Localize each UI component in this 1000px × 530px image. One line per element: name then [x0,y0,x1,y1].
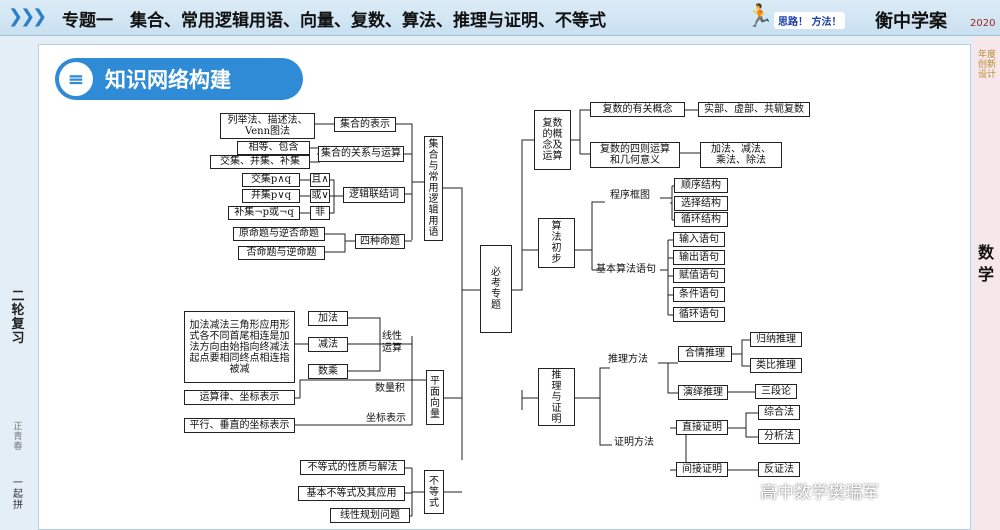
vec-sub-box: 减法 [308,337,348,352]
algo-a3-box: 赋值语句 [673,268,725,283]
left-sidebar-small2: 一起拼 [13,478,23,511]
vec-dot-r-box: 运算律、坐标表示 [184,390,295,405]
header-bar: ❯❯❯ 专题一 集合、常用逻辑用语、向量、复数、算法、推理与证明、不等式 🏃 思… [0,0,1000,36]
proof-direct-box: 直接证明 [676,420,728,435]
algo-s2-box: 选择结构 [674,196,728,211]
proof-indirect-box: 间接证明 [676,462,728,477]
algo-chart-label: 程序框图 [610,190,650,201]
proof-reason-label: 推理方法 [608,354,648,365]
vec-linear-label: 线性运算 [382,331,402,354]
algo-stmt-label: 基本算法语句 [596,264,656,275]
proof-p2-box: 类比推理 [750,358,802,373]
brand-slogan: 思路！ 方法！ [774,12,846,29]
proof-d1-box: 三段论 [755,384,797,399]
proof-dr1-box: 综合法 [758,405,800,420]
vec-coord-label: 坐标表示 [366,413,406,424]
logic-l1r-box: 且∧ [310,173,330,187]
vector-title-box: 平面向量 [426,370,444,425]
proof-ir1-box: 反证法 [758,462,800,477]
vec-add-box: 加法 [308,311,348,326]
proof-p1-box: 归纳推理 [750,332,802,347]
proof-title-box: 推理与证明 [538,368,575,426]
rel-a-box: 相等、包含 [237,141,310,155]
vector-rule-box: 加法减法三角形应用形式各不同首尾相连是加法方向由始指向终减法起点要相同终点相连指… [184,311,295,383]
brand-logo: 🏃 思路！ 方法！ 衡中学案 [740,2,970,34]
logic-l3-box: 补集¬p或¬q [228,206,300,220]
vec-dot-label: 数量积 [375,383,405,394]
section-title: 知识网络构建 [105,68,231,92]
rel-b-box: 交集、并集、补集 [210,155,310,169]
page-title: 专题一 集合、常用逻辑用语、向量、复数、算法、推理与证明、不等式 [62,11,606,31]
right-sidebar-text: 年度创新设计 [978,50,997,80]
algo-a2-box: 输出语句 [673,250,725,265]
proof-deduct-box: 演绎推理 [678,385,728,400]
subject-label: 数学 [977,243,994,284]
complex-c2r-box: 加法、减法、乘法、除法 [700,142,782,168]
ineq-i2-box: 基本不等式及其应用 [298,486,405,501]
logic-l2r-box: 或∨ [310,189,330,203]
proof-dr2-box: 分析法 [758,429,800,444]
center-box: 必考专题 [480,245,512,333]
repr-methods-box: 列举法、描述法、Venn图法 [220,113,315,139]
left-sidebar-small: 正青春 [13,422,23,452]
ineq-title-box: 不等式 [424,470,444,514]
chevron-icon: ❯❯❯ [8,6,47,27]
watermark: 高中数学樊瑞军 [760,483,879,503]
four-f2-box: 否命题与逆命题 [238,246,325,260]
four-f1-box: 原命题与逆否命题 [233,227,325,241]
set-title-box: 集合与常用逻辑用语 [424,136,443,241]
algo-s1-box: 顺序结构 [674,178,728,193]
left-sidebar-big: 二轮复习 [11,289,25,346]
complex-c2-box: 复数的四则运算和几何意义 [590,142,680,168]
algo-a4-box: 条件语句 [673,287,725,302]
logic-box: 逻辑联结词 [343,187,405,203]
vec-mul-box: 数乘 [308,364,348,379]
logic-l3r-box: 非 [310,206,330,220]
algo-a5-box: 循环语句 [673,307,725,322]
complex-title-box: 复数的概念及运算 [534,110,571,170]
vec-coord-r-box: 平行、垂直的坐标表示 [184,418,295,433]
set-repr-box: 集合的表示 [334,117,396,132]
ineq-i1-box: 不等式的性质与解法 [300,460,405,475]
algo-title-box: 算法初步 [538,218,575,268]
brand-name: 衡中学案 [875,11,947,32]
logic-l1-box: 交集p∧q [242,173,300,187]
ineq-i3-box: 线性规划问题 [330,508,410,523]
list-icon: ≡ [59,62,93,96]
complex-c1r-box: 实部、虚部、共轭复数 [698,102,810,117]
logic-l2-box: 并集p∨q [242,189,300,203]
year-label: 2020 [970,18,996,29]
section-title-banner: ≡ 知识网络构建 [55,58,303,100]
complex-c1-box: 复数的有关概念 [590,102,685,117]
right-sidebar [973,36,1000,530]
set-rel-box: 集合的关系与运算 [318,146,404,162]
proof-method-label: 证明方法 [614,437,654,448]
proof-plaus-box: 合情推理 [678,346,732,362]
four-box: 四种命题 [355,234,405,249]
runner-icon: 🏃 [746,4,774,29]
algo-s3-box: 循环结构 [674,212,728,227]
algo-a1-box: 输入语句 [673,232,725,247]
